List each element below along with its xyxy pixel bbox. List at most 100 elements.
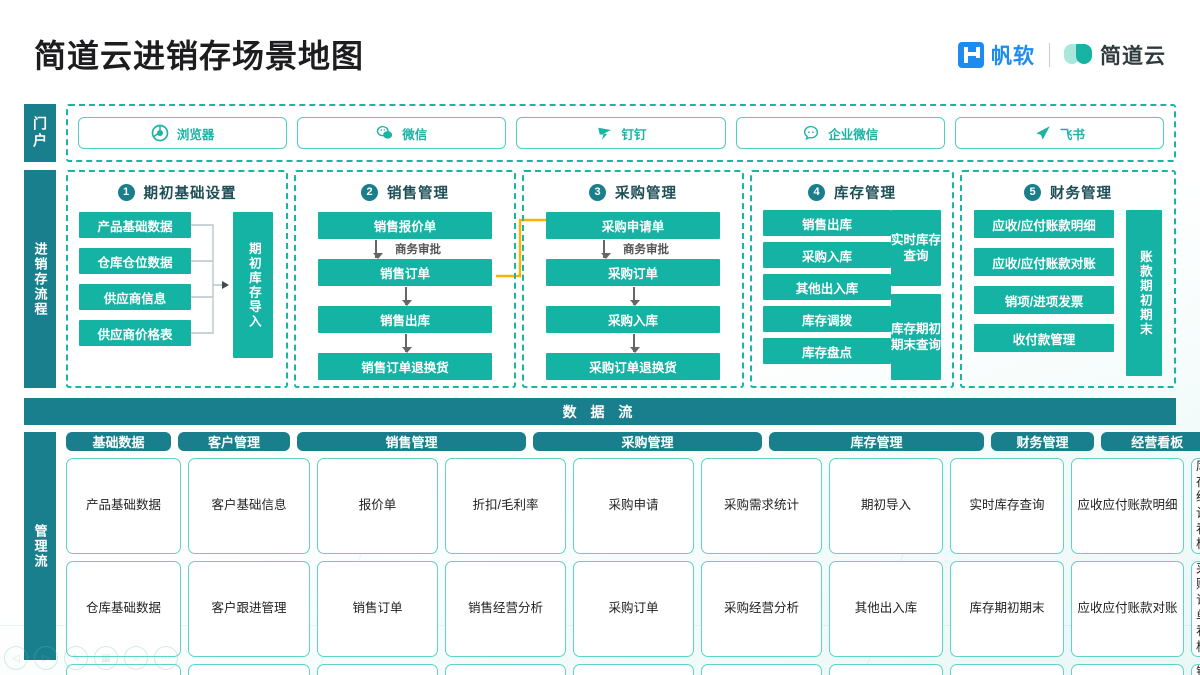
portal-item-wecom[interactable]: 企业微信 [735,117,945,149]
portal-item-label: 飞书 [1059,127,1085,142]
flow-node[interactable]: 收付款管理 [974,324,1114,352]
brand-logos: 帆软 简道云 [958,32,1166,78]
table-cell[interactable]: 报价单 [317,458,438,554]
table-cell[interactable]: 其他出入库 [829,560,943,657]
flow-node[interactable]: 供应商价格表 [79,320,191,346]
table-cell[interactable]: 销售出库 [317,663,438,675]
table-cell[interactable]: 销售经营分析 [445,560,566,657]
table-cell[interactable]: 采购需求统计 [701,458,822,554]
viewer-toolbar: ◁ ▷ ✎ ▦ ⌕ ⋯ [4,646,178,670]
flow-arrow-label: 商务审批 [623,244,669,256]
table-cell[interactable]: 期初导入 [829,458,943,554]
flow-arrow-with-label: 商务审批 [318,239,492,259]
flow-node[interactable]: 应收/应付账款明细 [974,210,1114,238]
table-cell[interactable]: 应收应付账款明细 [1071,458,1184,554]
flow-result-node[interactable]: 期初库存导入 [233,212,273,358]
table-row: 仓库基础数据 客户跟进管理 销售订单 销售经营分析 采购订单 采购经营分析 其他… [66,560,1200,657]
portal-item-feishu[interactable]: 飞书 [954,117,1165,149]
table-cell[interactable]: 应收应付账款对账 [1071,560,1184,657]
flow-node[interactable]: 库存调拨 [763,306,891,332]
flow-node[interactable]: 库存盘点 [763,338,891,364]
flow-node[interactable]: 产品基础数据 [79,212,191,238]
table-cell[interactable]: 采购订单执行 [701,663,822,675]
chrome-icon [151,124,169,142]
table-cell[interactable]: 折扣/毛利率 [445,458,566,554]
flow-node[interactable]: 销售出库 [763,210,891,236]
table-cell[interactable]: 采购入库 [573,663,694,675]
table-cell[interactable]: 销项/进项发票 [1071,663,1184,675]
step-number: 1 [117,183,135,201]
portal-item-dingtalk[interactable]: 钉钉 [516,117,726,149]
portal-item-label: 钉钉 [621,127,647,142]
flow-column-sales: 2 销售管理 销售报价单 商务审批 销售订单 销售出库 销售订单退换货 [294,170,516,388]
column-header-dashboard[interactable]: 经营看板 [1101,432,1200,451]
flow-node[interactable]: 销项/进项发票 [974,286,1114,314]
more-icon[interactable]: ⋯ [154,646,178,670]
flow-column-inventory: 4 库存管理 销售出库 采购入库 其他出入库 库存调拨 库存盘点 实时库存查询 … [750,170,954,388]
initial-setup-items: 产品基础数据 仓库仓位数据 供应商信息 供应商价格表 [79,212,191,356]
grid-icon[interactable]: ▦ [94,646,118,670]
table-cell[interactable]: 采购订单看板 [1191,560,1200,657]
table-cell[interactable]: 销售订单 [317,560,438,657]
flow-node[interactable]: 销售出库 [318,306,492,333]
flow-node[interactable]: 应收/应付账款对账 [974,248,1114,276]
flow-column-title: 1 期初基础设置 [68,177,286,207]
search-icon[interactable]: ⌕ [124,646,148,670]
jiandaoyun-logo-text: 简道云 [1100,45,1166,68]
flow-result-node[interactable]: 账款期初期末 [1126,210,1162,376]
data-flow-banner: 数 据 流 [24,398,1176,425]
table-cell[interactable]: 库存期初期末 [950,560,1064,657]
table-cell[interactable]: 实时库存查询 [950,458,1064,554]
flow-column-title-text: 期初基础设置 [143,185,237,202]
flow-side-node[interactable]: 实时库存查询 [891,210,941,286]
flow-column-title-text: 销售管理 [387,185,449,202]
table-cell[interactable]: 采购申请 [573,458,694,554]
flow-node[interactable]: 供应商信息 [79,284,191,310]
prev-icon[interactable]: ◁ [4,646,28,670]
flow-side-node[interactable]: 库存期初期末查询 [891,294,941,380]
flow-node[interactable]: 采购订单 [546,259,720,286]
flow-arrow-with-label: 商务审批 [546,239,720,259]
table-cell[interactable]: 库存盘点 [829,663,943,675]
flow-node[interactable]: 仓库仓位数据 [79,248,191,274]
table-cell[interactable]: 供应商数据 [66,663,181,675]
play-icon[interactable]: ▷ [34,646,58,670]
table-cell[interactable]: 产品基础数据 [66,458,181,554]
table-cell[interactable]: 库存预警 [950,663,1064,675]
portal-item-wechat[interactable]: 微信 [297,117,507,149]
table-cell[interactable]: 客户跟进管理 [188,560,310,657]
table-cell[interactable]: 采购经营分析 [701,560,822,657]
flow-node[interactable]: 其他出入库 [763,274,891,300]
flow-node[interactable]: 采购订单退换货 [546,353,720,380]
flow-node[interactable]: 采购申请单 [546,212,720,239]
flow-node[interactable]: 销售订单 [318,259,492,286]
pen-icon[interactable]: ✎ [64,646,88,670]
column-header-sales[interactable]: 销售管理 [297,432,526,451]
flow-node[interactable]: 采购入库 [546,306,720,333]
flow-node[interactable]: 销售报价单 [318,212,492,239]
page-title: 简道云进销存场景地图 [34,38,365,74]
table-cell[interactable]: 销售订单看板 [1191,663,1200,675]
logo-divider [1049,43,1050,67]
table-row: 供应商数据 RFM模型分析 销售出库 销售订单跟踪 采购入库 采购订单执行 库存… [66,663,1200,675]
column-header-base-data[interactable]: 基础数据 [66,432,171,451]
table-cell[interactable]: 销售订单跟踪 [445,663,566,675]
portal-side-label: 门户 [24,104,56,162]
table-cell[interactable]: 仓库基础数据 [66,560,181,657]
table-cell[interactable]: RFM模型分析 [188,663,310,675]
dingtalk-icon [597,127,611,140]
column-header-inventory[interactable]: 库存管理 [769,432,984,451]
column-header-customer[interactable]: 客户管理 [178,432,290,451]
management-table-header: 基础数据 客户管理 销售管理 采购管理 库存管理 财务管理 经营看板 [66,432,1200,451]
table-cell[interactable]: 库存统计看板 [1191,458,1200,554]
portal-items-container: 浏览器 微信 钉钉 企 [66,104,1176,162]
portal-item-browser[interactable]: 浏览器 [78,117,288,149]
flow-node[interactable]: 销售订单退换货 [318,353,492,380]
table-cell[interactable]: 采购订单 [573,560,694,657]
flow-node[interactable]: 采购入库 [763,242,891,268]
table-cell[interactable]: 客户基础信息 [188,458,310,554]
fanruan-mark-icon [958,42,984,68]
column-header-purchase[interactable]: 采购管理 [533,432,762,451]
management-side-label: 管理流 [24,432,56,660]
column-header-finance[interactable]: 财务管理 [991,432,1094,451]
